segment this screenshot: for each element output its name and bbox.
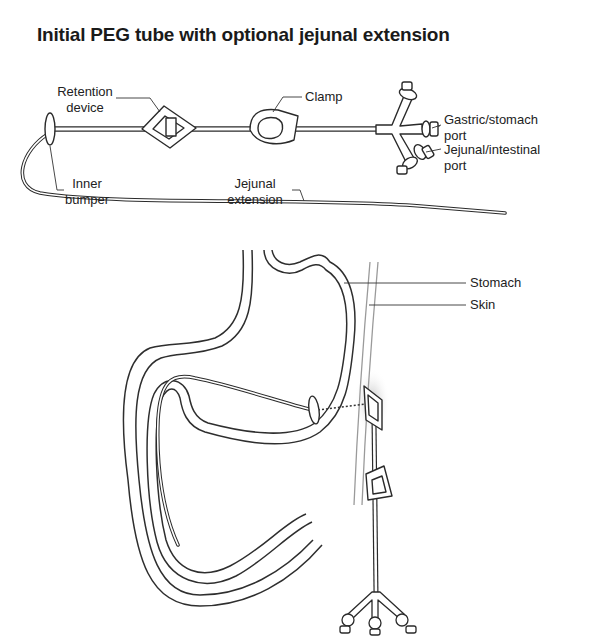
tract-through-wall: [318, 404, 366, 410]
external-retention-device: [364, 386, 382, 430]
y-port-placed: [340, 592, 416, 635]
leader-lines-bottom: [344, 283, 466, 305]
jejunal-extension-tube: [22, 134, 505, 213]
part-label: Jejunal extension: [216, 176, 294, 208]
inner-bumper-placed: [307, 395, 321, 424]
anatomy-label: Stomach: [470, 275, 550, 291]
anatomy-label: Skin: [470, 297, 550, 313]
external-tube: [374, 420, 376, 594]
y-port-connector: [376, 82, 438, 174]
retention-device: [142, 106, 196, 148]
clamp: [250, 110, 298, 144]
diagram-title: Initial PEG tube with optional jejunal e…: [37, 24, 450, 46]
main-tube: [52, 129, 378, 130]
port-label: Gastric/stomach port: [444, 112, 556, 144]
inner-bumper: [45, 113, 55, 145]
part-label: Clamp: [305, 89, 355, 105]
jejunal-tube-in-body: [158, 377, 312, 545]
part-label: Retention device: [52, 84, 118, 116]
stomach-outline: [123, 250, 355, 606]
part-label: Inner bumper: [60, 176, 114, 208]
clamp-placed: [366, 466, 392, 500]
port-label: Jejunal/intestinal port: [444, 142, 564, 174]
